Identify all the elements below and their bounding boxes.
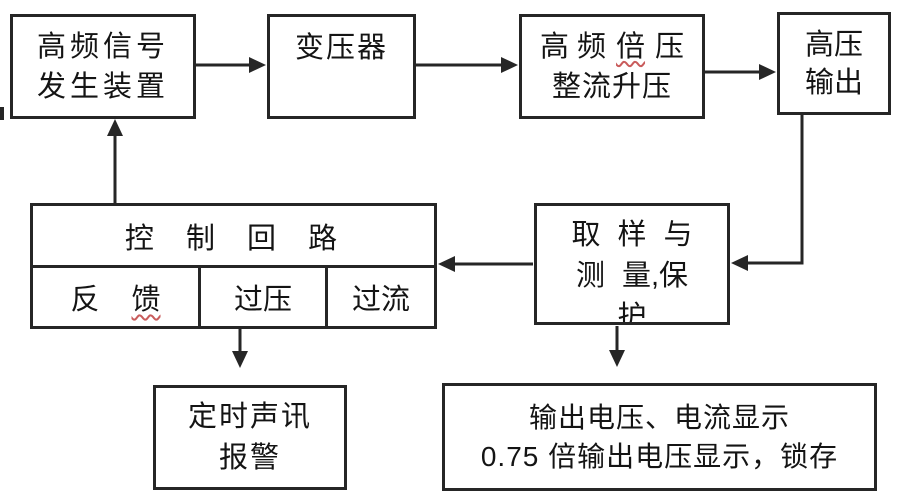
control-loop-title: 控 制 回 路: [33, 206, 434, 268]
cell-feedback: 反 馈: [33, 268, 201, 326]
node-voltage-current-display: 输出电压、电流显示 0.75 倍输出电压显示，锁存: [442, 383, 877, 491]
arrow-hv-output-to-sampling: [731, 114, 804, 271]
node-hv-output: 高压 输出: [777, 12, 891, 115]
node-label-line: 整流升压: [551, 70, 672, 103]
node-label-line: 取 样 与: [571, 219, 693, 251]
node-timed-audio-alarm: 定时声讯 报警: [153, 385, 347, 490]
node-label-line: 报警: [218, 441, 281, 474]
cell-overvoltage: 过压: [201, 268, 328, 326]
control-loop-cells: 反 馈 过压 过流: [33, 268, 434, 326]
node-label-part-flagged: 倍: [616, 30, 646, 63]
arrow-sampling-to-display: [609, 326, 625, 367]
node-label-line: 变压器: [294, 32, 388, 64]
node-label-line: 高 频 倍 压: [540, 27, 684, 67]
node-label-line: 高频信号: [36, 30, 169, 63]
node-label-line: 高压: [804, 28, 863, 61]
arrow-sampling-to-control-loop: [438, 256, 533, 272]
node-label-part: 压: [655, 30, 685, 63]
node-sampling-measure-protect: 取 样 与 测 量,保 护: [534, 203, 730, 325]
node-label-line: 0.75 倍输出电压显示，锁存: [480, 441, 839, 472]
arrow-overvoltage-to-alarm: [232, 329, 248, 368]
node-signal-generator: 高频信号 发生装置: [10, 14, 196, 119]
node-voltage-doubler: 高 频 倍 压 整流升压: [519, 14, 705, 119]
node-label-line: 输出: [804, 66, 863, 99]
node-label-line: 输出电压、电流显示: [528, 402, 790, 433]
arrow-doubler-to-hv-output: [705, 64, 776, 80]
arrow-transformer-to-doubler: [416, 57, 518, 73]
node-label-line: 发生装置: [36, 70, 169, 103]
cell-label-part-flagged: 馈: [131, 284, 161, 316]
node-label-line: 定时声讯: [187, 400, 312, 433]
node-label-line: 测 量,保: [575, 260, 689, 292]
cell-label-part: 反: [70, 284, 100, 316]
arrow-control-loop-to-signal: [107, 119, 123, 204]
node-label-part: 高 频: [539, 30, 607, 63]
node-label-line-clipped: 护: [617, 301, 647, 325]
scan-edge-artifact: [0, 107, 4, 120]
cell-overcurrent: 过流: [351, 284, 410, 316]
arrow-signal-to-transformer: [196, 57, 266, 73]
node-control-loop: 控 制 回 路 反 馈 过压 过流: [30, 203, 437, 329]
node-transformer: 变压器: [267, 14, 416, 119]
